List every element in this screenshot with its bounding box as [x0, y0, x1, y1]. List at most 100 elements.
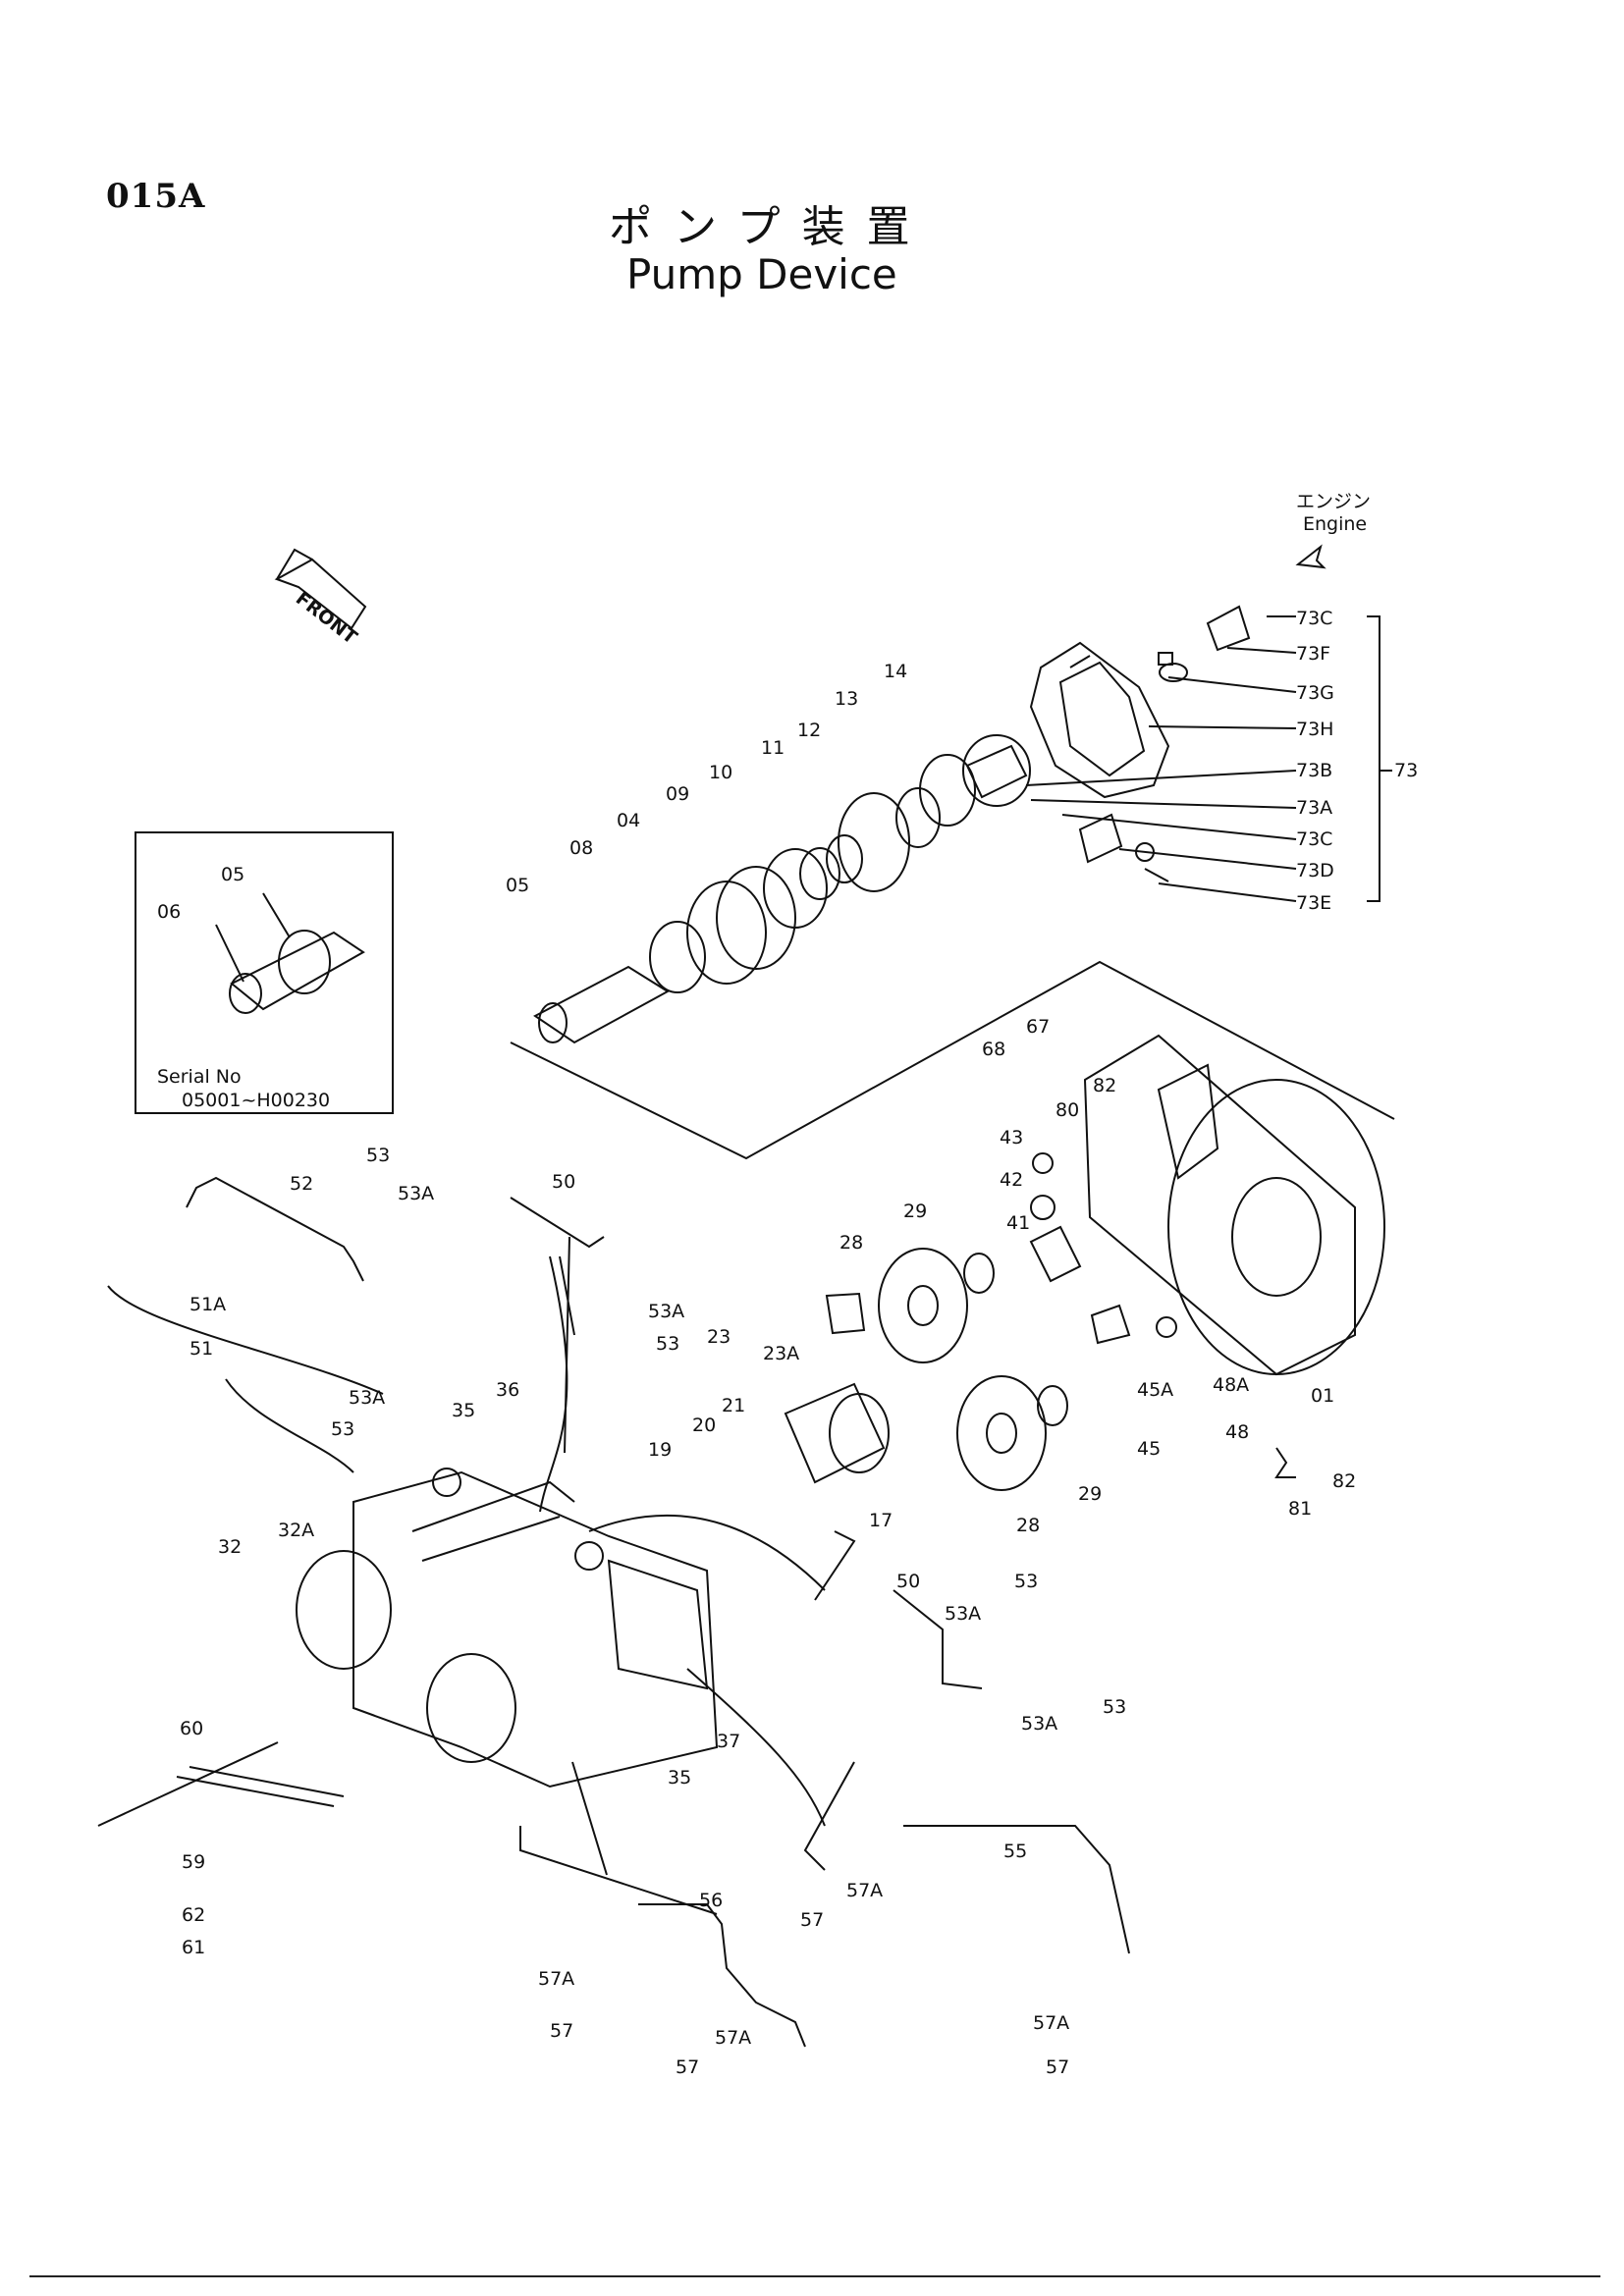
callout-14: 14: [884, 661, 907, 682]
front-arrow-icon: FRONT: [274, 548, 367, 649]
callout-53-top: 53: [366, 1145, 390, 1166]
coupling-assembly: [962, 605, 1251, 882]
callout-50-right: 50: [896, 1571, 920, 1592]
callout-23: 23: [707, 1326, 731, 1348]
shaft-bearing-assembly: [510, 754, 1395, 1160]
main-pump: [296, 1468, 719, 1789]
callout-80: 80: [1056, 1099, 1079, 1121]
callout-73d: 73D: [1296, 860, 1334, 881]
callout-35-lower: 35: [668, 1767, 691, 1789]
callout-32: 32: [218, 1536, 242, 1558]
callout-45a: 45A: [1137, 1379, 1173, 1401]
callout-36: 36: [496, 1379, 519, 1401]
callout-59: 59: [182, 1851, 205, 1873]
page-title-japanese: ポンプ装置: [609, 202, 932, 252]
callout-11: 11: [761, 737, 785, 759]
callout-12: 12: [797, 720, 821, 741]
callout-60: 60: [180, 1718, 203, 1739]
callout-53-mid: 53: [656, 1333, 679, 1355]
engine-label-jp: エンジン: [1296, 491, 1371, 512]
callout-57-left: 57: [550, 2020, 573, 2042]
callout-57-mid: 57: [800, 1909, 824, 1931]
callout-45: 45: [1137, 1438, 1161, 1460]
callout-37: 37: [717, 1731, 740, 1752]
engine-direction-arrow-icon: [1295, 544, 1326, 569]
callout-19: 19: [648, 1439, 672, 1461]
engine-label: Engine: [1303, 513, 1367, 535]
callout-57a-right: 57A: [1033, 2012, 1069, 2034]
callout-48a: 48A: [1213, 1374, 1249, 1396]
callout-01: 01: [1311, 1385, 1334, 1407]
callout-67: 67: [1026, 1016, 1050, 1038]
callout-55: 55: [1003, 1841, 1027, 1862]
callout-73a: 73A: [1296, 797, 1332, 819]
callout-56: 56: [699, 1890, 723, 1911]
callout-13: 13: [835, 688, 858, 710]
serial-inset-box: [135, 831, 394, 1114]
callout-73g: 73G: [1296, 682, 1334, 704]
callout-35-upper: 35: [452, 1400, 475, 1421]
callout-29-upper: 29: [903, 1201, 927, 1222]
callout-57-right: 57: [1046, 2056, 1069, 2078]
page-code: 015A: [106, 177, 206, 216]
coupling-callout-leaders: [1025, 615, 1392, 902]
callout-53a-right-upper: 53A: [945, 1603, 981, 1625]
callout-73c: 73C: [1296, 608, 1332, 629]
callout-68: 68: [982, 1039, 1005, 1060]
callout-42: 42: [1000, 1169, 1023, 1191]
callout-57a-mid: 57A: [846, 1880, 883, 1901]
callout-82-lower: 82: [1332, 1470, 1356, 1492]
callout-43: 43: [1000, 1127, 1023, 1148]
callout-04: 04: [617, 810, 640, 831]
callout-10: 10: [709, 762, 732, 783]
callout-73e: 73E: [1296, 892, 1331, 914]
callout-28-upper: 28: [839, 1232, 863, 1254]
callout-17: 17: [869, 1510, 893, 1531]
callout-53-right-lower: 53: [1103, 1696, 1126, 1718]
callout-53a-left: 53A: [349, 1387, 385, 1409]
callout-57a-left: 57A: [538, 1968, 574, 1990]
callout-82-upper: 82: [1093, 1075, 1116, 1096]
callout-29-lower: 29: [1078, 1483, 1102, 1505]
callout-73b: 73B: [1296, 760, 1332, 781]
callout-23a: 23A: [763, 1343, 799, 1364]
callout-73f: 73F: [1296, 643, 1330, 665]
callout-73c-lower: 73C: [1296, 828, 1332, 850]
inset-label-06: 06: [157, 901, 181, 923]
callout-08: 08: [569, 837, 593, 859]
page-title: Pump Device: [626, 250, 897, 298]
callout-52: 52: [290, 1173, 313, 1195]
callout-73: 73: [1394, 760, 1418, 781]
callout-09: 09: [666, 783, 689, 805]
callout-62: 62: [182, 1904, 205, 1926]
callout-57-bottom: 57: [676, 2056, 699, 2078]
callout-28-lower: 28: [1016, 1515, 1040, 1536]
callout-61: 61: [182, 1937, 205, 1958]
callout-53-left: 53: [331, 1418, 354, 1440]
callout-48: 48: [1225, 1421, 1249, 1443]
callout-53a-right-lower: 53A: [1021, 1713, 1057, 1735]
callout-51: 51: [189, 1338, 213, 1360]
leader-lines: [97, 1176, 1130, 2048]
callout-53-right-upper: 53: [1014, 1571, 1038, 1592]
callout-81: 81: [1288, 1498, 1312, 1520]
callout-53a-top: 53A: [398, 1183, 434, 1204]
callout-57a-bottom: 57A: [715, 2027, 751, 2049]
part-callouts: 73C 73F 73G 73H 73B 73 73A 73C 73D 73E 1…: [180, 608, 1418, 2078]
callout-41: 41: [1006, 1212, 1030, 1234]
bottom-rule: [29, 2275, 1600, 2277]
callout-20: 20: [692, 1415, 716, 1436]
callout-73h: 73H: [1296, 719, 1333, 740]
callout-50-top: 50: [552, 1171, 575, 1193]
pump-housing: [1083, 1034, 1385, 1376]
inset-serial-label: Serial No: [157, 1066, 242, 1088]
callout-53a-mid: 53A: [648, 1301, 684, 1322]
callout-51a: 51A: [189, 1294, 226, 1315]
inset-serial-range: 05001~H00230: [182, 1090, 330, 1111]
callout-32a: 32A: [278, 1520, 314, 1541]
inset-label-05: 05: [221, 864, 244, 885]
gear-components: [784, 1152, 1296, 1491]
callout-21: 21: [722, 1395, 745, 1416]
callout-05: 05: [506, 875, 529, 896]
